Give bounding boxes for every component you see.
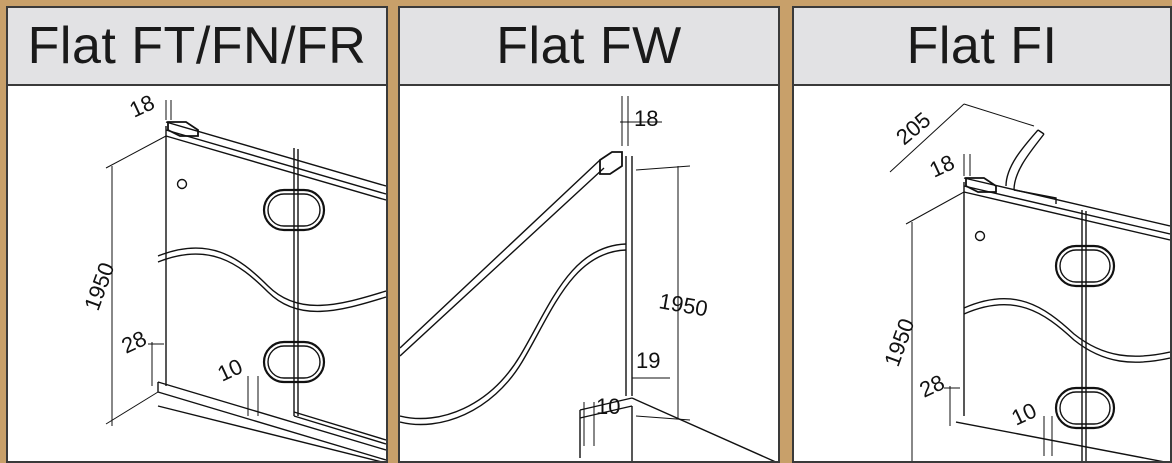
panel-title: Flat FW bbox=[400, 8, 778, 86]
dim-gap-line bbox=[247, 376, 259, 416]
panel-drawing: 18 1950 28 10 bbox=[8, 86, 386, 461]
bath-wave bbox=[963, 298, 1170, 357]
bath-wave-inner bbox=[157, 253, 386, 313]
bath-wave-inner bbox=[963, 304, 1170, 363]
dim-height-line bbox=[905, 191, 965, 461]
dim-gap-label: 10 bbox=[214, 354, 247, 387]
shower-screen-drawing: 18 1950 28 10 bbox=[79, 90, 386, 461]
dim-bottom-label: 28 bbox=[118, 326, 151, 359]
handle-upper bbox=[262, 188, 326, 232]
top-profile bbox=[165, 121, 386, 201]
panel-divider bbox=[1081, 210, 1087, 461]
dim-top-ticks bbox=[963, 154, 971, 176]
handle-upper-inner bbox=[267, 193, 321, 227]
dim-top-ticks bbox=[620, 96, 662, 146]
dim-side-label: 19 bbox=[636, 348, 660, 373]
tub-base bbox=[157, 405, 381, 461]
dim-gap-line bbox=[1043, 416, 1053, 456]
shower-screen-drawing: 18 1950 19 10 bbox=[400, 96, 776, 461]
dim-bottom-line bbox=[944, 386, 960, 426]
panel-title: Flat FI bbox=[794, 8, 1170, 86]
handle-lower bbox=[1054, 386, 1116, 430]
panel-title: Flat FT/FN/FR bbox=[8, 8, 386, 86]
dim-bottom-label: 28 bbox=[916, 370, 949, 403]
dim-top-ticks bbox=[165, 100, 172, 120]
dim-height-label: 1950 bbox=[79, 259, 119, 314]
tub-rim bbox=[157, 381, 386, 461]
hinge-block bbox=[965, 177, 997, 193]
handle-lower bbox=[262, 340, 326, 384]
glass-panel-edge bbox=[625, 156, 633, 396]
shower-screen-drawing: 205 18 1950 28 10 bbox=[879, 103, 1170, 461]
bath-wave bbox=[157, 247, 386, 307]
handle-lower-inner bbox=[1059, 391, 1111, 425]
swing-bracket bbox=[1013, 189, 1057, 204]
diagonal-rail bbox=[400, 159, 605, 357]
top-bracket bbox=[599, 151, 623, 175]
dim-gap-label: 10 bbox=[1008, 398, 1041, 431]
panel-drawing: 18 1950 19 10 bbox=[400, 86, 778, 461]
dim-height-line bbox=[635, 165, 691, 421]
panel-flat-fi: Flat FI bbox=[792, 6, 1172, 463]
dim-height-line bbox=[105, 135, 167, 426]
handle-upper-inner bbox=[1059, 249, 1111, 283]
bottom-runner bbox=[293, 411, 386, 445]
dim-bottom-line bbox=[148, 342, 164, 386]
dim-gap-line bbox=[583, 402, 595, 446]
wall-hole bbox=[176, 178, 188, 190]
panel-drawing: 205 18 1950 28 10 bbox=[794, 86, 1170, 461]
panel-flat-ft-fn-fr: Flat FT/FN/FR bbox=[6, 6, 388, 463]
dim-side-line bbox=[631, 340, 670, 379]
tub-side bbox=[579, 406, 633, 461]
dim-gap-label: 10 bbox=[596, 394, 620, 419]
dim-swing-line bbox=[889, 103, 1035, 173]
handle-lower-inner bbox=[267, 345, 321, 379]
swing-arc bbox=[1005, 129, 1045, 191]
dim-top-label: 18 bbox=[126, 90, 159, 123]
tub-rim bbox=[579, 397, 776, 461]
hinge-block bbox=[167, 121, 199, 137]
panel-flat-fw: Flat FW 18 bbox=[398, 6, 780, 463]
panel-divider bbox=[293, 148, 299, 416]
dim-height-label: 1950 bbox=[657, 288, 710, 321]
dim-swing-label: 205 bbox=[891, 107, 935, 150]
dim-height-label: 1950 bbox=[879, 315, 919, 370]
tub-rim bbox=[955, 421, 1164, 461]
bath-wave-inner bbox=[400, 249, 627, 426]
dim-top-label: 18 bbox=[634, 106, 658, 131]
top-profile bbox=[963, 177, 1170, 241]
bath-wave bbox=[400, 243, 627, 420]
dim-top-label: 18 bbox=[926, 150, 959, 183]
wall-hole bbox=[974, 230, 986, 242]
handle-upper bbox=[1054, 244, 1116, 288]
